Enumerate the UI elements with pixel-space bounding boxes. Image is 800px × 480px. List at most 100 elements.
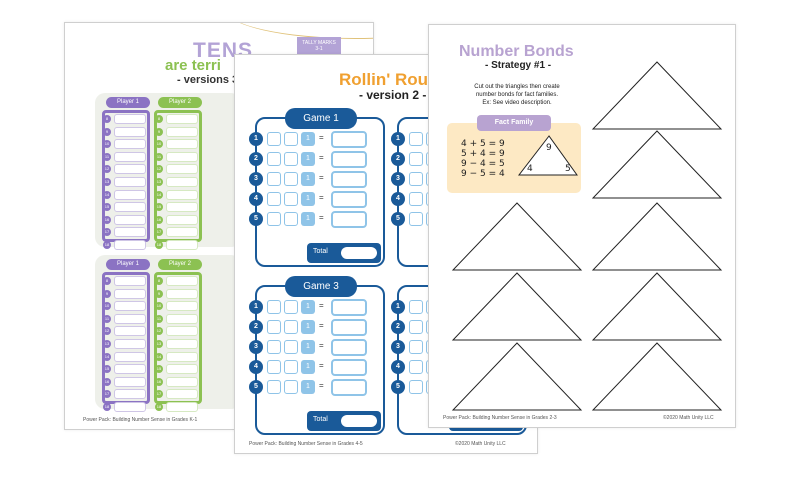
tally-field[interactable] xyxy=(166,189,198,200)
rollin-title: Rollin' Round xyxy=(339,70,449,89)
tally-field[interactable] xyxy=(166,338,198,349)
dice-box[interactable] xyxy=(284,192,298,206)
dice-box[interactable] xyxy=(409,132,423,146)
dice-box[interactable] xyxy=(284,380,298,394)
multiplier-one: 1 xyxy=(301,172,315,186)
tally-field[interactable] xyxy=(114,227,146,238)
tally-field[interactable] xyxy=(114,364,146,375)
dice-box[interactable] xyxy=(284,212,298,226)
tally-field[interactable] xyxy=(166,227,198,238)
tally-field[interactable] xyxy=(114,313,146,324)
tally-field[interactable] xyxy=(166,164,198,175)
dice-box[interactable] xyxy=(409,340,423,354)
dice-box[interactable] xyxy=(284,300,298,314)
dice-box[interactable] xyxy=(284,132,298,146)
tally-field[interactable] xyxy=(114,151,146,162)
tally-field[interactable] xyxy=(166,151,198,162)
dice-box[interactable] xyxy=(267,360,281,374)
row-number: 8 xyxy=(155,115,163,123)
dice-box[interactable] xyxy=(267,300,281,314)
dice-box[interactable] xyxy=(284,172,298,186)
tally-field[interactable] xyxy=(166,239,198,250)
dice-box[interactable] xyxy=(409,172,423,186)
tally-field[interactable] xyxy=(114,164,146,175)
tally-field[interactable] xyxy=(114,276,146,286)
answer-field[interactable] xyxy=(331,131,367,148)
tally-field[interactable] xyxy=(114,202,146,213)
tally-field[interactable] xyxy=(114,288,146,299)
tally-field[interactable] xyxy=(114,338,146,349)
answer-field[interactable] xyxy=(331,151,367,168)
tally-field[interactable] xyxy=(114,114,146,124)
answer-field[interactable] xyxy=(331,339,367,356)
tally-field[interactable] xyxy=(114,326,146,337)
total-field[interactable] xyxy=(341,415,377,427)
dice-box[interactable] xyxy=(284,360,298,374)
answer-field[interactable] xyxy=(331,211,367,228)
dice-box[interactable] xyxy=(267,132,281,146)
tally-field[interactable] xyxy=(166,139,198,150)
tally-field[interactable] xyxy=(114,139,146,150)
dice-box[interactable] xyxy=(409,320,423,334)
answer-field[interactable] xyxy=(331,319,367,336)
tally-field[interactable] xyxy=(166,288,198,299)
dice-box[interactable] xyxy=(409,360,423,374)
dice-box[interactable] xyxy=(267,192,281,206)
tally-field[interactable] xyxy=(166,351,198,362)
tally-field[interactable] xyxy=(114,389,146,400)
tally-field[interactable] xyxy=(166,114,198,124)
cutout-triangle xyxy=(591,130,723,199)
answer-field[interactable] xyxy=(331,299,367,316)
tally-field[interactable] xyxy=(166,126,198,137)
dice-box[interactable] xyxy=(267,340,281,354)
row-number: 17 xyxy=(103,228,111,237)
dice-box[interactable] xyxy=(284,340,298,354)
tally-field[interactable] xyxy=(166,326,198,337)
dice-box[interactable] xyxy=(267,212,281,226)
tally-field[interactable] xyxy=(166,176,198,187)
answer-field[interactable] xyxy=(331,191,367,208)
tally-field[interactable] xyxy=(166,301,198,312)
tally-field[interactable] xyxy=(114,376,146,387)
answer-field[interactable] xyxy=(331,359,367,376)
tally-field[interactable] xyxy=(114,301,146,312)
tally-field[interactable] xyxy=(166,313,198,324)
dice-box[interactable] xyxy=(409,380,423,394)
tally-row: 13 xyxy=(103,338,147,351)
total-label: Total xyxy=(313,416,328,423)
triangles-layer xyxy=(451,61,723,411)
dice-box[interactable] xyxy=(409,212,423,226)
dice-box[interactable] xyxy=(267,380,281,394)
tally-field[interactable] xyxy=(166,214,198,225)
tally-row: 17 xyxy=(103,388,147,401)
tally-field[interactable] xyxy=(166,389,198,400)
dice-box[interactable] xyxy=(267,320,281,334)
dice-box[interactable] xyxy=(409,152,423,166)
answer-field[interactable] xyxy=(331,379,367,396)
dice-box[interactable] xyxy=(409,300,423,314)
dice-box[interactable] xyxy=(284,320,298,334)
tally-field[interactable] xyxy=(166,202,198,213)
tally-row: 16 xyxy=(103,376,147,389)
dice-box[interactable] xyxy=(267,152,281,166)
fact-family-box: Fact Family 4 + 5 = 9 5 + 4 = 9 9 − 4 = … xyxy=(447,115,581,193)
tally-field[interactable] xyxy=(166,364,198,375)
total-field[interactable] xyxy=(341,247,377,259)
tally-field[interactable] xyxy=(166,276,198,286)
tally-field[interactable] xyxy=(114,239,146,250)
tally-field[interactable] xyxy=(114,126,146,137)
tally-field[interactable] xyxy=(114,176,146,187)
answer-field[interactable] xyxy=(331,171,367,188)
dice-box[interactable] xyxy=(284,152,298,166)
dice-box[interactable] xyxy=(409,192,423,206)
tally-field[interactable] xyxy=(114,189,146,200)
tally-field[interactable] xyxy=(114,214,146,225)
tally-field[interactable] xyxy=(166,376,198,387)
tally-field[interactable] xyxy=(114,401,146,412)
tally-row: 14 xyxy=(155,189,199,202)
tally-field[interactable] xyxy=(114,351,146,362)
dice-box[interactable] xyxy=(267,172,281,186)
tally-field[interactable] xyxy=(166,401,198,412)
number-bonds-worksheet: Number Bonds - Strategy #1 - Cut out the… xyxy=(428,24,736,428)
